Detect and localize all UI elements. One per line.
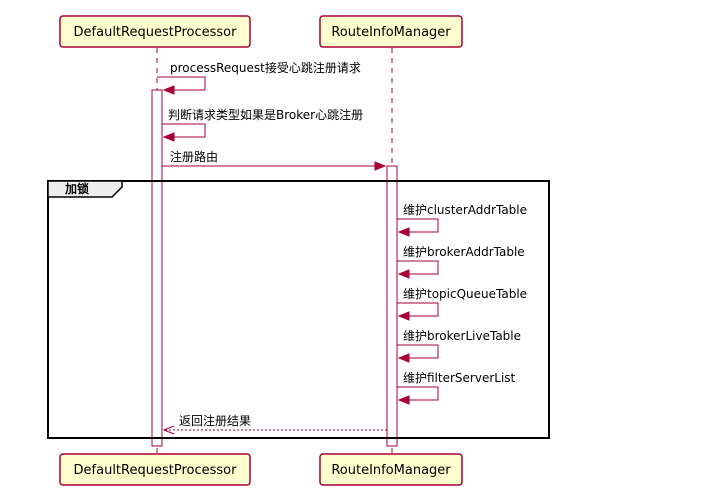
message-maintain-broker-addr-table: 维护brokerAddrTable: [397, 245, 525, 279]
message-register-route: 注册路由: [162, 149, 387, 171]
message-label: 返回注册结果: [179, 413, 251, 428]
message-label: 注册路由: [170, 149, 218, 164]
fragment-frame: [47, 180, 550, 439]
message-label: 维护clusterAddrTable: [403, 203, 527, 217]
participant-label: RouteInfoManager: [331, 25, 451, 40]
participant-label: RouteInfoManager: [331, 463, 451, 478]
message-maintain-topic-queue-table: 维护topicQueueTable: [397, 287, 527, 321]
message-maintain-broker-live-table: 维护brokerLiveTable: [397, 329, 521, 363]
message-label: 维护brokerAddrTable: [403, 245, 525, 259]
fragment-label: 加锁: [64, 181, 89, 196]
participant-manager-top: RouteInfoManager: [319, 15, 463, 48]
message-return-register-result: 返回注册结果: [162, 413, 387, 435]
lock-fragment: 加锁: [47, 180, 550, 439]
message-process-request: processRequest接受心跳注册请求: [157, 60, 361, 95]
participant-processor-top: DefaultRequestProcessor: [59, 15, 251, 48]
participant-manager-bottom: RouteInfoManager: [319, 453, 463, 486]
message-label: processRequest接受心跳注册请求: [170, 60, 361, 75]
activation-manager: [386, 165, 398, 447]
participant-label: DefaultRequestProcessor: [74, 25, 238, 40]
activation-processor: [151, 89, 163, 447]
message-label: 判断请求类型如果是Broker心跳注册: [168, 107, 363, 122]
message-label: 维护topicQueueTable: [403, 287, 527, 301]
message-maintain-filter-server-list: 维护filterServerList: [397, 371, 516, 405]
fragment-tab: [47, 180, 123, 198]
participant-label: DefaultRequestProcessor: [74, 463, 238, 478]
message-label: 维护brokerLiveTable: [403, 329, 521, 343]
message-maintain-cluster-addr-table: 维护clusterAddrTable: [397, 203, 527, 237]
message-label: 维护filterServerList: [403, 371, 516, 385]
participant-processor-bottom: DefaultRequestProcessor: [59, 453, 251, 486]
message-check-request-type: 判断请求类型如果是Broker心跳注册: [162, 107, 363, 142]
